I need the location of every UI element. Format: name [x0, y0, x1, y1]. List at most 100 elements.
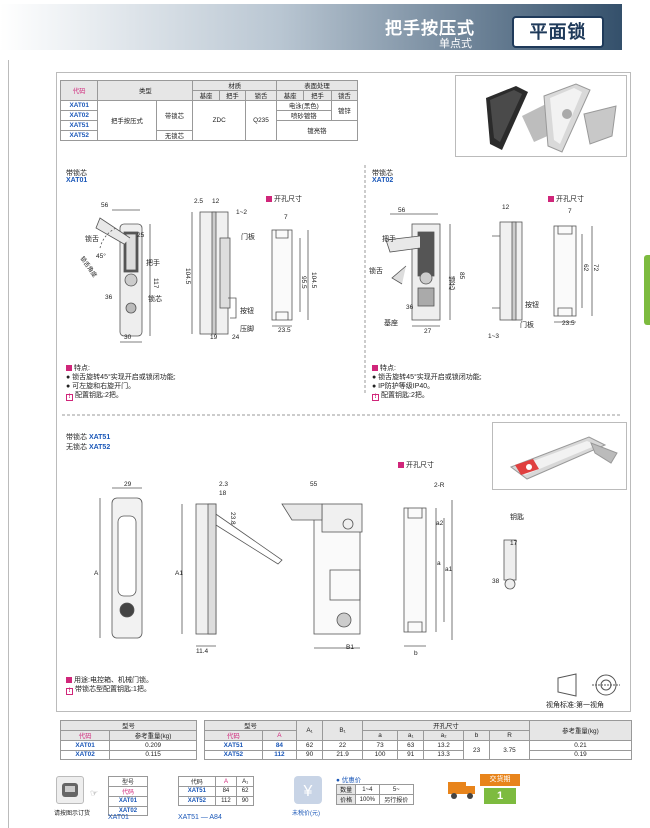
dim-label: a2 — [436, 520, 444, 527]
delivery-days: 1 — [484, 788, 516, 804]
price-cell: 另行报价 — [378, 794, 415, 805]
delivery-truck-icon — [448, 782, 475, 799]
code-cell: XAT51 — [59, 120, 99, 131]
dim-label: 56 — [398, 207, 406, 214]
dim-label: 25 — [137, 232, 145, 239]
divider — [62, 414, 622, 416]
th-cut: a₂ — [423, 730, 465, 741]
dim-label: 17 — [510, 540, 518, 547]
cut-r-cell: 3.75 — [489, 740, 530, 760]
part-label: 锁舌 — [369, 268, 383, 275]
part-label: 把手 — [382, 236, 396, 243]
code-cell: XAT01 — [59, 100, 99, 111]
part-label: 钥匙 — [510, 514, 524, 521]
th-B1: B₁ — [322, 720, 363, 741]
order2-cell: XAT51 — [178, 786, 216, 797]
dim-label: 11.4 — [196, 648, 209, 655]
finish-zinc: 镀锌 — [330, 100, 359, 121]
order-example-2: XAT51 — A84 — [178, 814, 222, 821]
order-h1: 型号 — [108, 776, 148, 787]
dim-label: 7 — [568, 208, 572, 215]
projection-symbol-icon — [557, 673, 620, 697]
dim-label: 29 — [124, 481, 132, 488]
dim-label: 45° — [96, 253, 106, 260]
dim-label: 55 — [310, 481, 318, 488]
order2-cell: 62 — [236, 786, 254, 797]
info-icon: ! — [66, 394, 73, 401]
dim-label: a1 — [445, 566, 453, 573]
dim-label: 19 — [210, 334, 218, 341]
feature-marker-icon — [66, 365, 72, 371]
b1-cell: 21.9 — [322, 749, 363, 760]
a-cell: 112 — [261, 749, 298, 760]
finish-sand: 喷砂镀铬 — [276, 110, 332, 121]
th-cutout: 开孔尺寸 — [361, 720, 530, 731]
a-cell: 84 — [261, 740, 298, 751]
drawing-xat01 — [95, 209, 309, 343]
code-cell: XAT52 — [59, 129, 99, 141]
b1-cell: 22 — [322, 740, 363, 751]
material-zdc: ZDC — [192, 100, 246, 141]
order2-cell: XAT52 — [178, 795, 216, 806]
page-subtitle: 单点式 — [439, 38, 472, 50]
type-with-core: 带锁芯 — [155, 100, 194, 131]
content-frame — [56, 72, 631, 712]
dim-label: 23.8 — [229, 512, 236, 525]
th-sub: 锁舌 — [330, 90, 359, 101]
dim-label: 12 — [212, 198, 220, 205]
type-main: 把手按压式 — [97, 100, 157, 141]
part-label: 门板 — [241, 234, 255, 241]
qty-cell: 1~4 — [355, 784, 380, 795]
order-code: XAT01 — [108, 796, 148, 807]
dim-label: 7 — [284, 214, 288, 221]
th-A1: A₁ — [296, 720, 324, 741]
th-weight: 参考重量(kg) — [109, 730, 197, 741]
weight-cell: 0.19 — [528, 749, 633, 760]
th-sub: 把手 — [303, 90, 332, 101]
dim-label: 72 — [592, 264, 599, 272]
finish-black: 电泳(黑色) — [276, 100, 332, 111]
order-h2: 代码 — [108, 786, 148, 797]
spec-table: 代码 类型 材质 表面处理 基座 把手 锁舌 基座 把手 锁舌 XAT01 把手… — [59, 80, 359, 141]
order-example-table: 型号 代码 XAT01 XAT02 — [108, 776, 148, 816]
th-cut: a₁ — [397, 730, 425, 741]
order-example: XAT01 — [108, 814, 129, 821]
svg-text:¥: ¥ — [303, 783, 313, 800]
part-label: 基座 — [384, 320, 398, 327]
info-icon: ! — [66, 688, 73, 695]
dim-label: 1~3 — [488, 333, 500, 340]
dim-label: 62 — [582, 264, 589, 272]
part-label: 锁芯 — [148, 296, 162, 303]
margin-line — [8, 60, 9, 828]
cut-a-cell: 100 — [361, 749, 399, 760]
phone-icon — [62, 783, 78, 797]
material-q235: Q235 — [244, 100, 278, 141]
dim-label: A1 — [175, 570, 183, 577]
part-label: 门板 — [520, 322, 534, 329]
th-code: 代码 — [59, 730, 111, 741]
th-sub: 基座 — [192, 90, 220, 101]
price-cell: 100% — [355, 794, 380, 805]
side-tab[interactable] — [644, 255, 650, 325]
section-code: XAT01 — [66, 177, 88, 184]
cutout-label: 开孔尺寸 — [266, 194, 302, 204]
features-b: 特点: ● 锁舌旋转45°实现开启或锁闭功能; ● IP防护等级IP40。 !配… — [372, 365, 482, 401]
cut-a1-cell: 91 — [397, 749, 425, 760]
dim-label: 24 — [232, 334, 240, 341]
th-code: 代码 — [204, 730, 263, 741]
order-code: XAT02 — [108, 805, 148, 816]
th-finish: 表面处理 — [276, 80, 358, 91]
cutout-marker-icon — [548, 196, 554, 202]
finish-chrome: 镀亮铬 — [276, 120, 358, 141]
dim-label: a — [437, 560, 441, 567]
th-model: 型号 — [60, 720, 197, 731]
code-cell: XAT51 — [204, 740, 263, 751]
product-photo-art — [486, 83, 617, 153]
weight-cell: 0.21 — [528, 740, 633, 751]
cutout-marker-icon — [266, 196, 272, 202]
part-label: 压脚 — [240, 326, 254, 333]
projection-label: 视角标准:第一视角 — [546, 702, 604, 709]
section-heading: 带锁芯 — [66, 170, 87, 177]
cut-a1-cell: 63 — [397, 740, 425, 751]
